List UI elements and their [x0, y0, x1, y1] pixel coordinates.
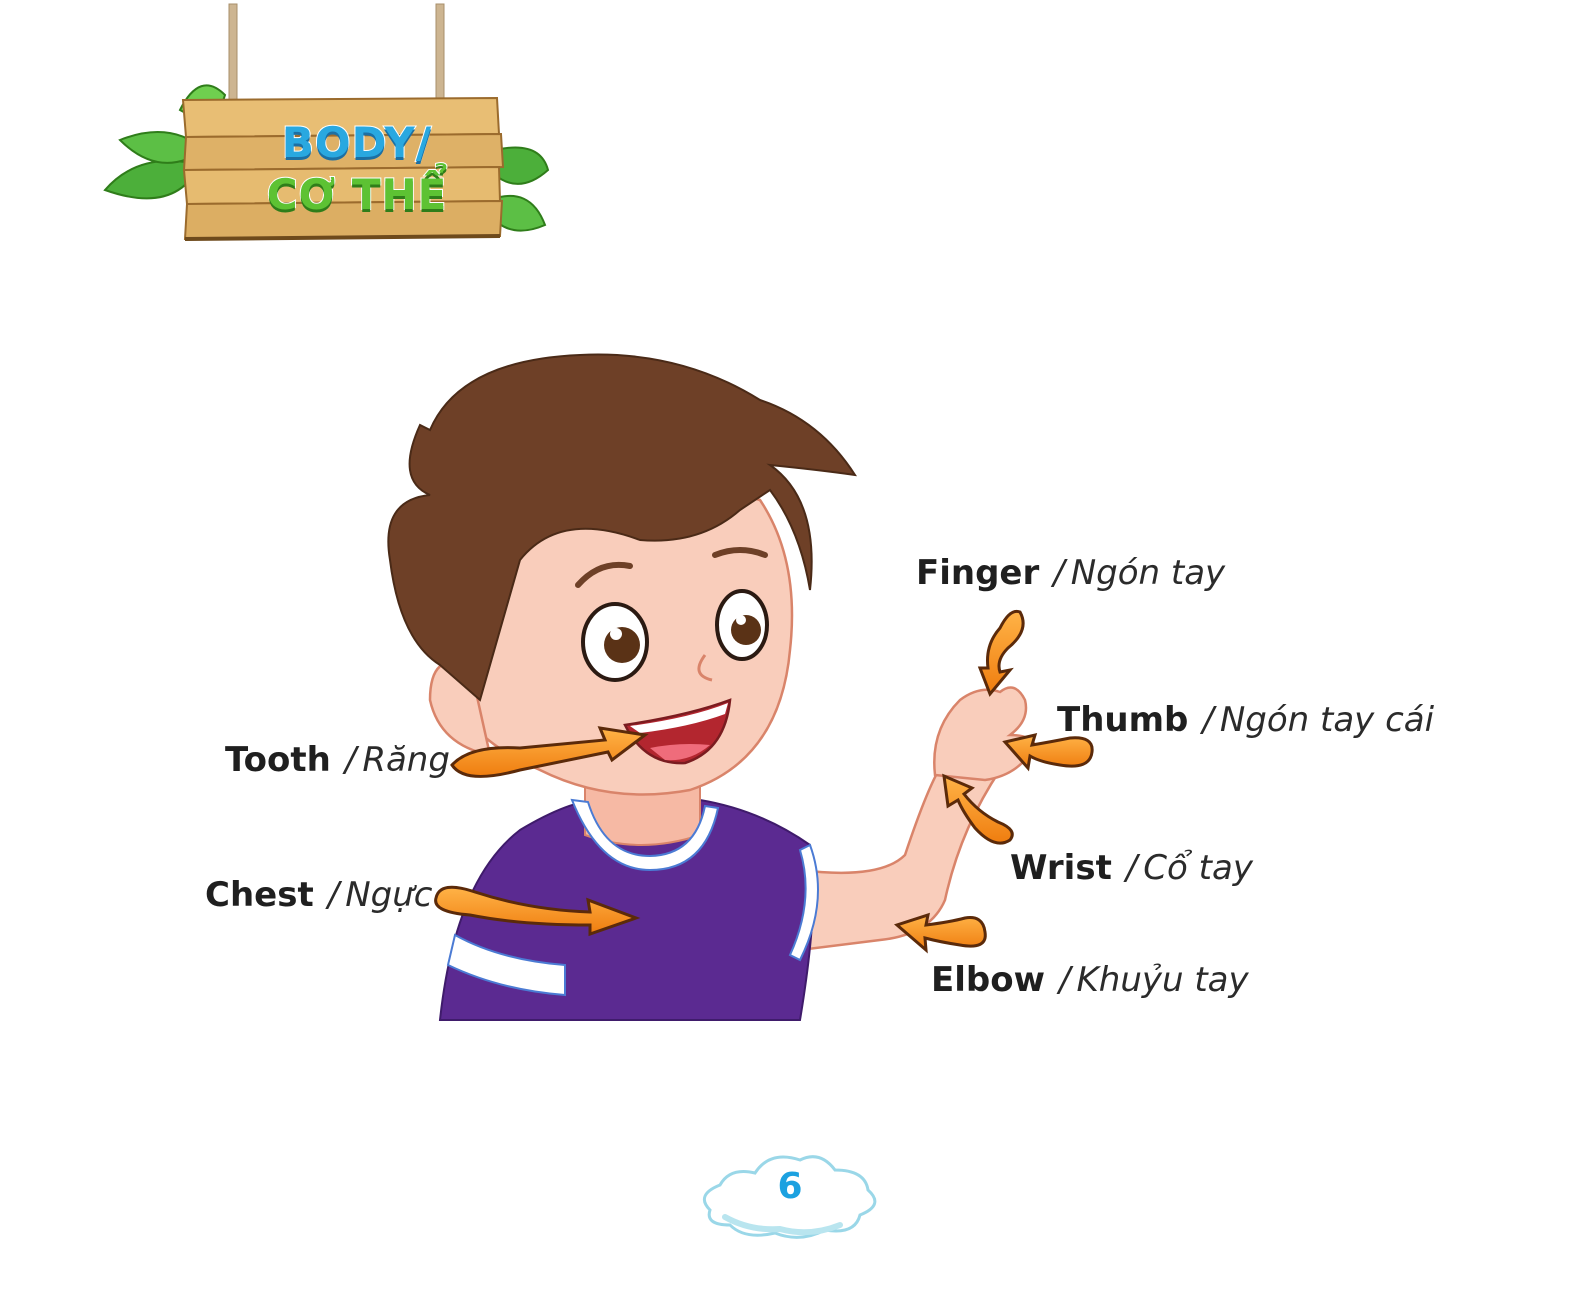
label-chest: Chest /Ngực	[205, 875, 432, 915]
label-thumb-english: Thumb	[1057, 700, 1189, 740]
label-elbow-separator: /	[1059, 960, 1071, 1000]
cloud-icon	[702, 1155, 877, 1239]
label-wrist-separator: /	[1125, 848, 1138, 888]
label-finger: Finger /Ngón tay	[916, 553, 1225, 593]
label-thumb-vietnamese: Ngón tay cái	[1219, 700, 1435, 740]
sign-title-vietnamese: CƠ THỂ	[266, 169, 448, 220]
label-elbow-vietnamese: Khuỷu tay	[1076, 960, 1249, 1000]
boy-hair	[387, 353, 858, 702]
label-tooth-vietnamese: Răng	[362, 740, 450, 780]
label-finger-vietnamese: Ngón tay	[1070, 553, 1226, 593]
wrist-arrow-icon	[942, 773, 1014, 845]
label-wrist: Wrist /Cổ tay	[1010, 848, 1253, 888]
label-elbow-english: Elbow	[931, 960, 1045, 1000]
boy-eyes	[581, 589, 769, 682]
page-number: 6	[777, 1166, 803, 1207]
sign-planks	[181, 96, 505, 241]
label-chest-vietnamese: Ngực	[345, 875, 433, 915]
thumb-arrow-icon	[1002, 732, 1094, 772]
label-wrist-vietnamese: Cổ tay	[1143, 848, 1253, 888]
finger-arrow-icon	[977, 609, 1025, 697]
label-tooth-english: Tooth	[225, 740, 331, 780]
label-finger-separator: /	[1053, 553, 1065, 593]
label-finger-english: Finger	[916, 553, 1040, 593]
label-chest-separator: /	[327, 875, 340, 915]
chest-arrow-icon	[434, 885, 641, 937]
sign-title-english: BODY/	[281, 117, 433, 168]
label-thumb: Thumb /Ngón tay cái	[1057, 700, 1434, 740]
wooden-sign	[103, 3, 550, 241]
label-elbow: Elbow /Khuỷu tay	[931, 960, 1249, 1000]
label-tooth-separator: /	[344, 740, 357, 780]
elbow-arrow-icon	[893, 912, 987, 954]
label-wrist-english: Wrist	[1010, 848, 1112, 888]
label-tooth: Tooth /Răng	[225, 740, 450, 780]
tooth-arrow-icon	[450, 726, 649, 778]
boy-collar	[570, 798, 720, 872]
label-thumb-separator: /	[1202, 700, 1214, 740]
label-chest-english: Chest	[205, 875, 314, 915]
